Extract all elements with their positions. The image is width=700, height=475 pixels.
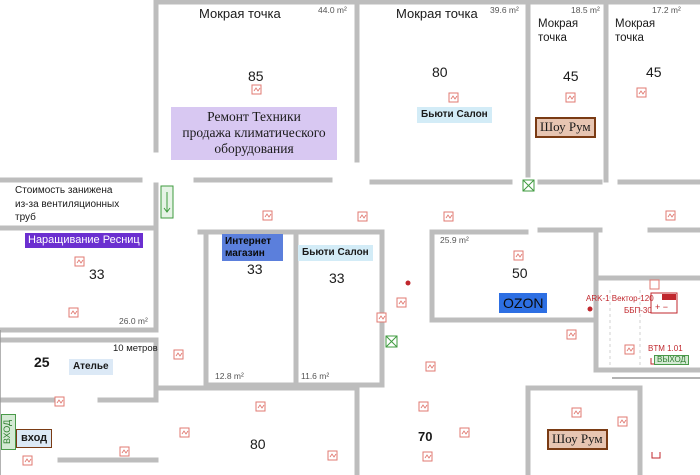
bbp-label: ББП-30	[624, 306, 652, 315]
room-price-top-mid: 80	[432, 64, 448, 80]
room-price-inet: 33	[247, 261, 263, 277]
tenant-beauty-1: Бьюти Салон	[417, 107, 492, 123]
tenant-showroom: Шоу Рум	[535, 117, 596, 138]
room-title-top-left: Мокрая точка	[199, 6, 281, 21]
room-price-top-r1: 45	[563, 68, 579, 84]
tenant-repair: Ремонт Техники продажа климатического об…	[171, 107, 337, 160]
red-dot-icon	[587, 306, 593, 312]
ark-label: ARK-1 Вектор-120	[586, 294, 654, 303]
room-price-ozon: 50	[512, 265, 528, 281]
socket-icon	[649, 279, 660, 290]
room-price-beauty-2: 33	[329, 270, 345, 286]
room-area-inet: 12.8 m²	[215, 371, 244, 381]
room-area-ozon: 25.9 m²	[440, 235, 469, 245]
distance-note: 10 метров	[113, 343, 158, 354]
room-price-top-left: 85	[248, 68, 264, 84]
room-area-beauty-2: 11.6 m²	[301, 371, 330, 381]
btm-label: BTM 1.01	[648, 344, 683, 353]
tenant-lashes: Наращивание Ресниц	[25, 233, 143, 248]
electrical-marks: + −	[405, 280, 678, 459]
partition-lines	[0, 330, 700, 475]
room-title-top-mid: Мокрая точка	[396, 6, 478, 21]
dashed-markings	[609, 290, 641, 368]
tenant-inet: Интернет магазин	[222, 234, 283, 261]
side-entrance-label: ВХОД	[2, 419, 12, 445]
room-title-top-r2: Мокрая точка	[615, 18, 656, 44]
room-area-top-left: 44.0 m²	[318, 5, 347, 15]
side-entrance-sign: ВХОД	[1, 414, 16, 450]
room-area-top-r2: 17.2 m²	[652, 5, 681, 15]
exit-label: ВЫХОД	[657, 355, 686, 364]
exit-sign: ВЫХОД	[654, 355, 689, 366]
vent-icons	[385, 179, 535, 348]
room-price-bottom-70: 70	[418, 429, 433, 444]
tenant-atelier: Ателье	[69, 359, 113, 375]
entrance-label: вход	[16, 429, 53, 448]
room-price-atelier: 25	[34, 354, 50, 370]
room-price-left: 33	[89, 266, 105, 282]
door-marker	[160, 185, 174, 219]
tenant-showroom-2: Шоу Рум	[547, 429, 608, 450]
tenant-beauty-2: Бьюти Салон	[298, 245, 373, 261]
svg-text:+ −: + −	[655, 302, 668, 312]
socket-icons	[22, 84, 676, 466]
socket-glyphs	[24, 87, 675, 463]
junction-icon	[651, 452, 661, 459]
room-area-top-r1: 18.5 m²	[571, 5, 600, 15]
ventilation-note: Стоимость занижена из-за вентиляционных …	[15, 185, 120, 223]
tenant-ozon: OZON	[499, 293, 548, 314]
room-price-top-r2: 45	[646, 64, 662, 80]
room-price-bottom-mid: 80	[250, 436, 266, 452]
red-dot-icon	[405, 280, 411, 286]
room-area-left: 26.0 m²	[119, 316, 148, 326]
room-area-top-mid: 39.6 m²	[490, 5, 519, 15]
room-title-top-r1: Мокрая точка	[538, 18, 579, 44]
